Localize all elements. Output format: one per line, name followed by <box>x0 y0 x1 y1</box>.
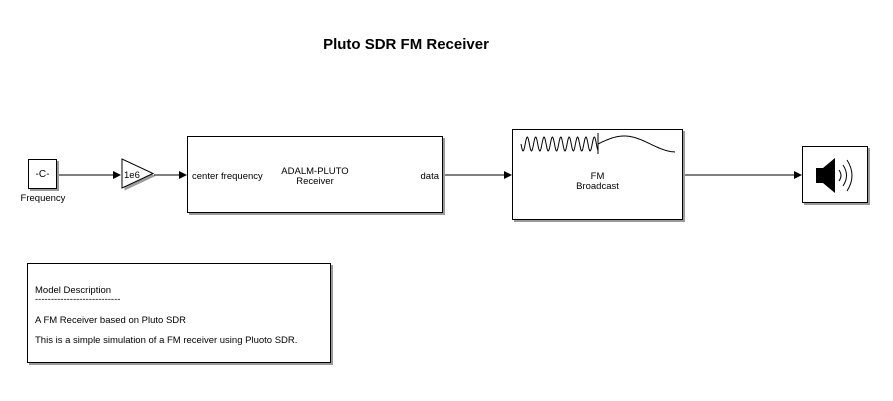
constant-value: -C- <box>35 168 50 180</box>
speaker-icon <box>816 158 853 193</box>
frequency-constant-block[interactable]: -C- <box>28 159 57 189</box>
fm-broadcast-block[interactable]: FM Broadcast <box>512 129 683 220</box>
pluto-name-line1: ADALM-PLUTO <box>281 166 349 177</box>
fm-waveform-icon <box>520 133 676 154</box>
demodulated-wave-icon <box>597 135 676 153</box>
model-description-note[interactable]: Model Description ----------------------… <box>27 263 331 363</box>
fm-name-line2: Broadcast <box>576 181 619 192</box>
description-underline: --------------------------- <box>35 294 121 305</box>
model-title: Pluto SDR FM Receiver <box>323 36 489 53</box>
pluto-receiver-block[interactable]: center frequency ADALM-PLUTO Receiver da… <box>187 136 443 213</box>
gain-block[interactable] <box>121 158 157 192</box>
center-frequency-port-label: center frequency <box>192 171 263 182</box>
fm-block-name: FM Broadcast <box>513 172 682 192</box>
pluto-block-name: ADALM-PLUTO Receiver <box>188 167 442 187</box>
description-line-1: A FM Receiver based on Pluto SDR <box>35 315 187 326</box>
data-port-label: data <box>420 171 440 182</box>
frequency-block-label: Frequency <box>20 193 66 204</box>
description-line-2: This is a simple simulation of a FM rece… <box>35 335 298 346</box>
fm-name-line1: FM <box>590 171 605 182</box>
description-heading: Model Description <box>35 285 112 296</box>
modulated-wave-icon <box>520 136 599 152</box>
gain-value: 1e6 <box>124 170 140 181</box>
pluto-name-line2: Receiver <box>296 176 334 187</box>
audio-output-block[interactable] <box>802 146 868 203</box>
